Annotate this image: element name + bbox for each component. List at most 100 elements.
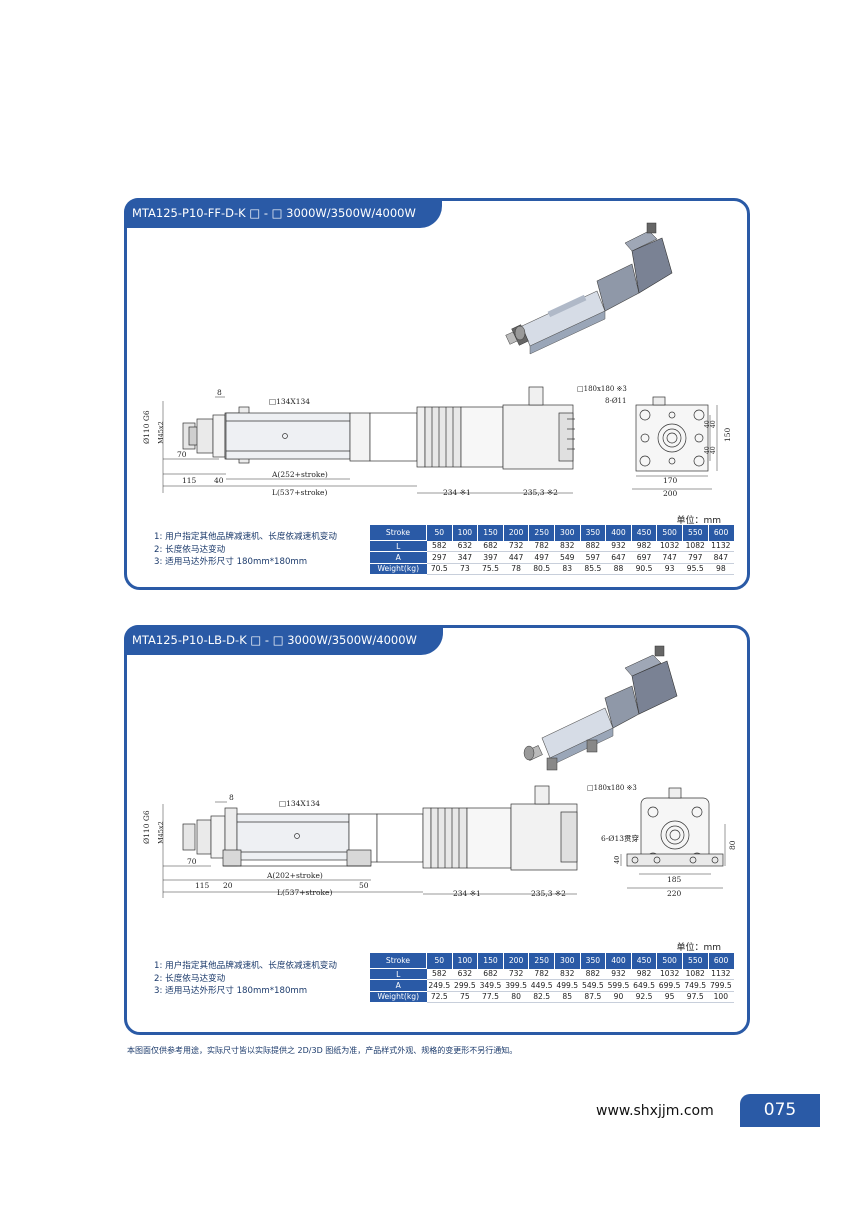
header-cell: Stroke [370, 525, 427, 541]
table-cell: 249.5 [426, 979, 453, 992]
notes: 1: 用户指定其他品牌减速机、长度依减速机变动 2: 长度依马达变动 3: 适用… [154, 960, 337, 998]
table-cell: 85.5 [580, 563, 606, 575]
table-cell: 1082 [682, 968, 709, 981]
dim-flange-square: □134X134 [269, 397, 310, 406]
header-cell: 100 [451, 525, 478, 541]
table-header-row: Stroke 50 100 150 200 250 300 350 400 45… [370, 525, 734, 541]
dim-20: 20 [223, 881, 233, 890]
table-cell: 1082 [682, 540, 709, 553]
dim-50: 50 [359, 881, 369, 890]
header-cell: 550 [681, 525, 709, 541]
dim-8: 8 [217, 388, 222, 397]
table-cell: 747 [656, 551, 683, 564]
product-panel-lb: MTA125-P10-LB-D-K □ - □ 3000W/3500W/4000… [124, 625, 750, 1035]
table-cell: 649.5 [631, 979, 657, 992]
table-cell: 599.5 [605, 979, 632, 992]
dim-200: 200 [663, 489, 678, 498]
note-3: 3: 适用马达外形尺寸 180mm*180mm [154, 557, 308, 567]
dim-holes: 8-Ø11 [605, 397, 626, 405]
table-row: Weight(kg) 72.5 75 77.5 80 82.5 85 87.5 … [370, 990, 734, 1003]
row-label: L [370, 539, 427, 552]
header-cell: 500 [656, 953, 683, 969]
header-cell: 600 [707, 953, 734, 969]
panel-title: MTA125-P10-LB-D-K □ - □ 3000W/3500W/4000… [124, 625, 443, 655]
table-cell: 347 [452, 551, 478, 564]
technical-drawing: Ø110 G6 M45x2 70 115 40 8 □134X134 A(252… [142, 222, 732, 498]
spec-table: Stroke 50 100 150 200 250 300 350 400 45… [370, 953, 734, 1003]
table-cell: 499.5 [554, 979, 581, 992]
front-view [635, 396, 709, 472]
header-cell: 200 [502, 525, 529, 541]
dim-l: L(537+stroke) [277, 888, 332, 897]
table-cell: 847 [708, 551, 734, 564]
table-cell: 782 [528, 968, 555, 981]
table-cell: 982 [631, 540, 657, 553]
dim-thread: M45x2 [157, 821, 165, 844]
header-cell: 200 [502, 953, 529, 969]
header-cell: Stroke [370, 953, 427, 969]
dim-235: 235,3 ※2 [531, 889, 566, 898]
dim-holes: 6-Ø13贯穿 [601, 833, 639, 843]
table-row: Weight(kg) 70.5 73 75.5 78 80.5 83 85.5 … [370, 562, 734, 575]
table-cell: 399.5 [503, 979, 529, 992]
table-cell: 932 [605, 968, 632, 981]
dim-40d: 40 [710, 446, 717, 454]
dim-234: 234 ※1 [443, 488, 471, 497]
table-cell: 88 [605, 563, 632, 575]
dim-l: L(537+stroke) [272, 488, 327, 497]
dim-70: 70 [187, 857, 197, 866]
header-cell: 250 [528, 953, 555, 969]
header-cell: 350 [579, 953, 606, 969]
dim-a: A(252+stroke) [271, 470, 328, 479]
note-1: 1: 用户指定其他品牌减速机、长度依减速机变动 [154, 532, 337, 542]
table-cell: 732 [503, 540, 529, 553]
table-cell: 882 [580, 540, 606, 553]
row-label: A [370, 979, 427, 992]
table-cell: 447 [503, 551, 529, 564]
table-cell: 699.5 [656, 979, 683, 992]
table-row: L 582 632 682 732 782 832 882 932 982 10… [370, 967, 734, 981]
front-view [626, 787, 724, 867]
dim-115: 115 [195, 881, 210, 890]
header-cell: 450 [630, 953, 657, 969]
dim-40: 40 [613, 856, 621, 864]
table-cell: 799.5 [708, 979, 734, 992]
table-cell: 982 [631, 968, 657, 981]
table-cell: 782 [528, 540, 555, 553]
dim-a: A(202+stroke) [266, 871, 323, 880]
table-cell: 80.5 [528, 563, 555, 575]
dim-115: 115 [182, 476, 197, 485]
header-cell: 300 [553, 525, 581, 541]
table-cell: 78 [503, 563, 529, 575]
note-2: 2: 长度依马达变动 [154, 544, 226, 555]
header-cell: 250 [528, 525, 555, 541]
header-cell: 150 [477, 953, 504, 969]
technical-drawing: Ø110 G6 M45x2 70 115 20 8 50 □134X134 A(… [142, 645, 737, 898]
table-cell: 882 [580, 968, 606, 981]
table-cell: 1032 [656, 968, 683, 981]
website-link[interactable]: www.shxjjm.com [596, 1103, 714, 1119]
table-cell: 98 [708, 563, 734, 575]
header-cell: 150 [477, 525, 504, 541]
table-cell: 1132 [708, 968, 734, 981]
table-cell: 83 [554, 563, 581, 575]
table-cell: 82.5 [528, 991, 555, 1003]
table-cell: 1032 [656, 540, 683, 553]
table-header-row: Stroke 50 100 150 200 250 300 350 400 45… [370, 953, 734, 969]
table-row: A 297 347 397 447 497 549 597 647 697 74… [370, 551, 734, 564]
table-cell: 797 [682, 551, 709, 564]
dim-80: 80 [728, 840, 737, 850]
table-cell: 582 [426, 540, 453, 553]
unit-label: 单位：mm [676, 516, 721, 526]
dim-motor-square: □180x180 ※3 [577, 385, 627, 393]
header-cell: 400 [605, 525, 632, 541]
dim-70: 70 [177, 450, 187, 459]
table-cell: 682 [477, 540, 504, 553]
header-cell: 500 [656, 525, 683, 541]
table-cell: 77.5 [477, 991, 504, 1003]
dim-8: 8 [229, 793, 234, 802]
header-cell: 300 [553, 953, 581, 969]
unit-label: 单位：mm [676, 943, 721, 953]
page-number: 075 [740, 1094, 820, 1127]
dim-flange-square: □134X134 [279, 799, 320, 808]
